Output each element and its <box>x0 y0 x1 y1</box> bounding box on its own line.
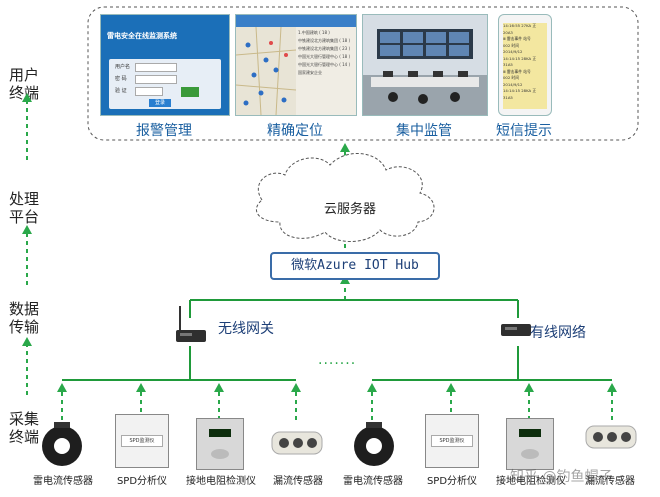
leakage-current-sensor-icon <box>271 431 323 455</box>
wireless-gateway-icon <box>176 306 206 342</box>
device-label: 漏流传感器 <box>273 476 323 487</box>
map-list-item[interactable]: 1.中国建筑 ( 18 ) <box>298 30 330 35</box>
login-captcha-input[interactable] <box>135 87 163 96</box>
map-list-item[interactable]: 中国光大银行管理中心 ( 18 ) <box>298 54 351 59</box>
login-password-input[interactable] <box>135 75 177 84</box>
spd-analyzer-icon: SPD监测仪 <box>115 414 169 468</box>
map-view <box>236 15 356 115</box>
layer-label-acquisition-terminal: 采集 终端 <box>8 410 39 446</box>
app-panel-central-monitoring <box>362 14 488 116</box>
login-button[interactable]: 登录 <box>149 99 171 107</box>
spd-screen: SPD监测仪 <box>431 435 473 447</box>
spd-screen: SPD监测仪 <box>121 435 163 447</box>
azure-iot-hub-box: 微软Azure IOT Hub <box>270 252 440 280</box>
control-room-photo <box>363 15 487 115</box>
device-label: 接地电阻检测仪 <box>496 476 566 487</box>
wireless-gateway-label: 无线网关 <box>218 321 274 337</box>
caption-central-monitoring: 集中监管 <box>396 123 452 139</box>
layer-label-user-terminal: 用户 终端 <box>8 66 39 102</box>
watermark: 知乎 @钓鱼帽子 <box>510 469 613 485</box>
device-label: 漏流传感器 <box>585 476 635 487</box>
caption-alarm-management: 报警管理 <box>136 123 192 139</box>
ground-resistance-tester-icon <box>196 418 244 470</box>
spd-analyzer-icon: SPD监测仪 <box>425 414 479 468</box>
caption-precise-location: 精确定位 <box>267 123 323 139</box>
device-label: 接地电阻检测仪 <box>186 476 256 487</box>
map-list-item[interactable]: 中铁建设北方建筑集团 ( 23 ) <box>298 46 351 51</box>
login-field-username-label: 用户名 <box>115 64 131 70</box>
ground-resistance-tester-icon <box>506 418 554 470</box>
login-field-captcha-label: 验 证 <box>115 88 127 94</box>
map-list-item[interactable]: 中铁建设北方建筑集团 ( 18 ) <box>298 38 351 43</box>
app-panel-alarm-management: 雷电安全在线监测系统 用户名 密 码 验 证 登录 <box>100 14 230 116</box>
layer-label-processing-platform: 处理 平台 <box>8 190 39 226</box>
lightning-current-sensor-icon <box>354 422 394 466</box>
login-field-password-label: 密 码 <box>115 76 127 82</box>
app-panel-sms-alert: 14:16:55 27KA 正 20A3 Ⅲ 雷击事件 站号 002 时间 20… <box>498 14 552 116</box>
leakage-current-sensor-icon <box>585 425 637 449</box>
cloud-server-label: 云服务器 <box>323 202 376 217</box>
login-username-input[interactable] <box>135 63 177 72</box>
device-label: SPD分析仪 <box>116 476 168 487</box>
map-list-item[interactable]: 中国光大银行管理中心 ( 14 ) <box>298 62 351 67</box>
app-panel-precise-location: 1.中国建筑 ( 18 ) 中铁建设北方建筑集团 ( 18 ) 中铁建设北方建筑… <box>235 14 357 116</box>
wired-network-icon <box>501 324 531 336</box>
wired-network-label: 有线网络 <box>530 325 586 341</box>
device-label: 雷电流传感器 <box>343 476 403 487</box>
map-list-item[interactable]: 国家建安企业 <box>298 70 322 75</box>
sms-message-list: 14:16:55 27KA 正 20A3 Ⅲ 雷击事件 站号 002 时间 20… <box>503 23 547 109</box>
layer-label-data-transmission: 数据 传输 <box>8 300 39 336</box>
device-label: 雷电流传感器 <box>33 476 93 487</box>
lightning-current-sensor-icon <box>42 422 82 466</box>
login-screen-title: 雷电安全在线监测系统 <box>107 32 177 40</box>
caption-sms-alert: 短信提示 <box>496 123 552 139</box>
ellipsis-more-devices: ······· <box>318 356 357 372</box>
device-label: SPD分析仪 <box>426 476 478 487</box>
